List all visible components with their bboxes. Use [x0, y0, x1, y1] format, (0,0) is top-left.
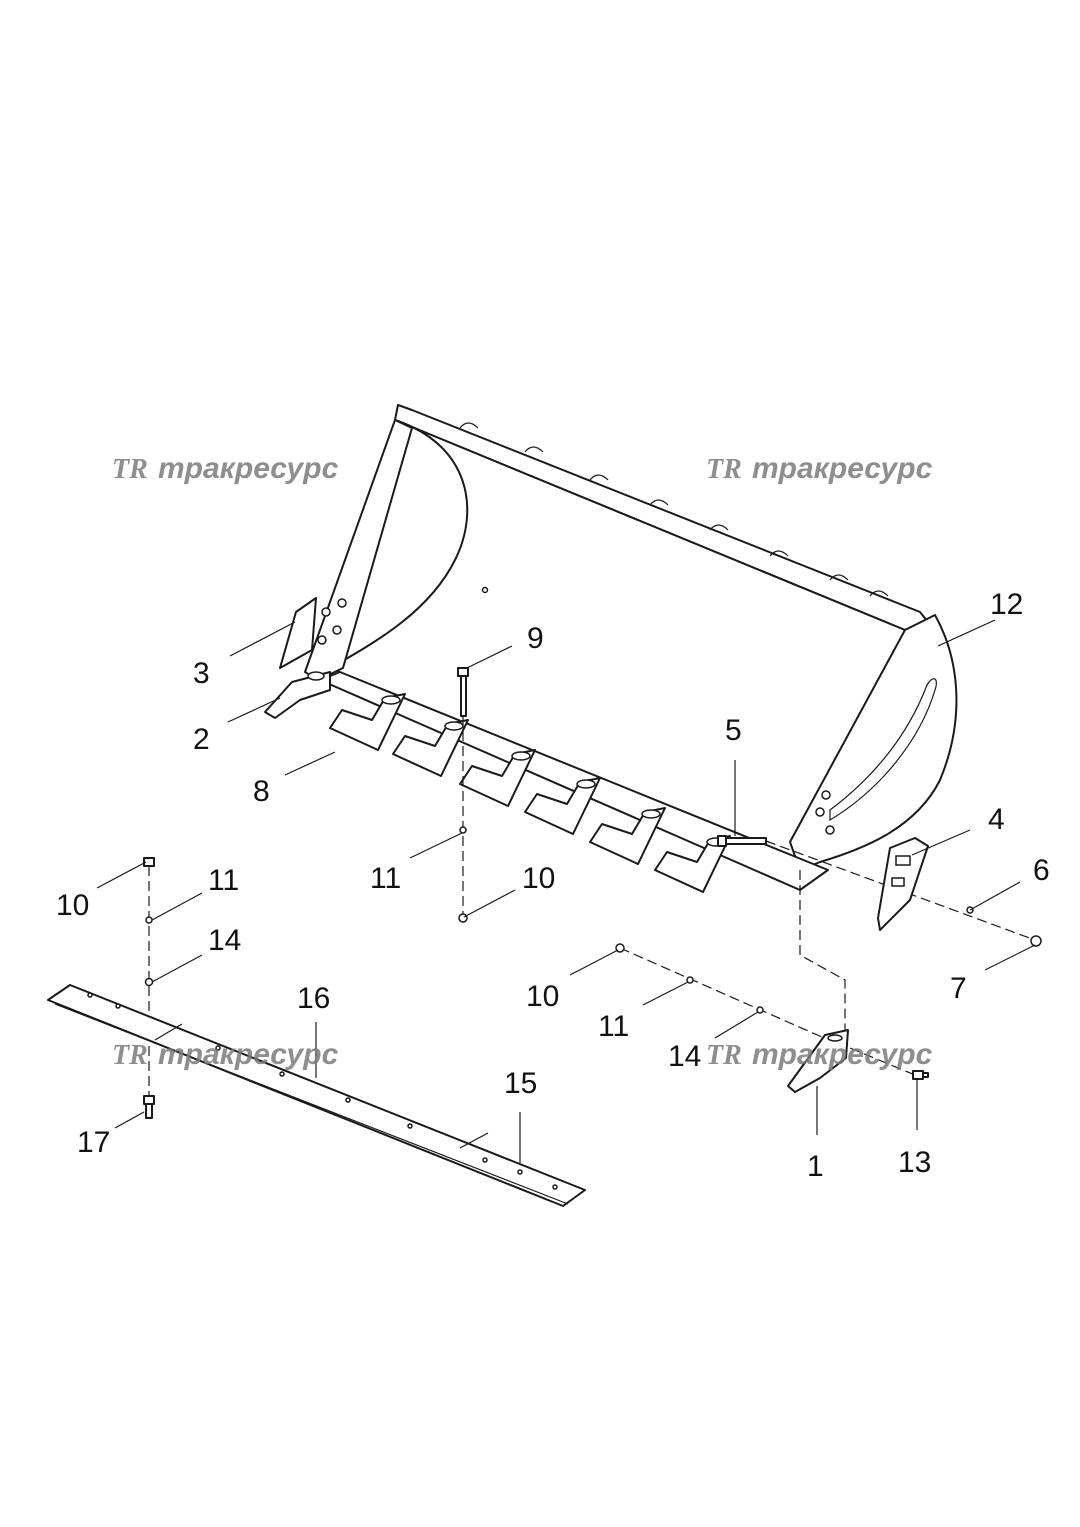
watermark-logo: TR — [112, 454, 148, 485]
callout-17: 17 — [77, 1126, 110, 1159]
callout-11-right: 11 — [598, 1010, 629, 1043]
watermark-text: тракресурс — [158, 452, 339, 485]
callout-9: 9 — [527, 622, 544, 655]
callout-14-left: 14 — [208, 924, 241, 957]
watermark-logo: TR — [112, 1040, 148, 1071]
callout-13: 13 — [898, 1146, 931, 1179]
watermark-top-left: TR тракресурс — [112, 452, 339, 485]
bolt-9 — [457, 667, 469, 923]
tooth-adapter-1 — [787, 1029, 849, 1093]
callout-10-left: 10 — [56, 889, 89, 922]
callout-5: 5 — [725, 714, 742, 747]
side-cutter-4 — [877, 837, 929, 931]
left-fastener-stack — [143, 857, 155, 1119]
bucket-teeth — [329, 693, 731, 893]
callout-2: 2 — [193, 723, 210, 756]
watermark-bottom-right: TR тракресурс — [706, 1038, 933, 1071]
callout-8: 8 — [253, 775, 270, 808]
callout-11-left: 11 — [208, 864, 239, 897]
corner-tooth-left — [264, 671, 331, 719]
cutting-edge-bar — [47, 984, 586, 1207]
callout-14-right: 14 — [668, 1040, 701, 1073]
watermark-logo: TR — [706, 1040, 742, 1071]
callout-10-center: 10 — [522, 862, 555, 895]
callout-1: 1 — [807, 1150, 824, 1183]
callout-16: 16 — [297, 982, 330, 1015]
lower-fastener-chain — [615, 943, 929, 1080]
watermark-text: тракресурс — [752, 1038, 933, 1071]
watermark-top-right: TR тракресурс — [706, 452, 933, 485]
watermark-logo: TR — [706, 454, 742, 485]
callout-6: 6 — [1033, 854, 1050, 887]
callout-7: 7 — [950, 972, 967, 1005]
callout-labels: 12 9 3 2 5 8 4 6 11 10 7 10 11 14 16 10 … — [56, 588, 1050, 1183]
callout-15: 15 — [504, 1067, 537, 1100]
callout-11-center: 11 — [370, 862, 401, 895]
watermark-text: тракресурс — [752, 452, 933, 485]
callout-4: 4 — [988, 803, 1005, 836]
callout-3: 3 — [193, 657, 210, 690]
watermark-text: тракресурс — [158, 1038, 339, 1071]
callout-12: 12 — [990, 588, 1023, 621]
watermark-bottom-left: TR тракресурс — [112, 1038, 339, 1071]
leader-lines — [96, 619, 1036, 1163]
callout-10-right: 10 — [526, 980, 559, 1013]
